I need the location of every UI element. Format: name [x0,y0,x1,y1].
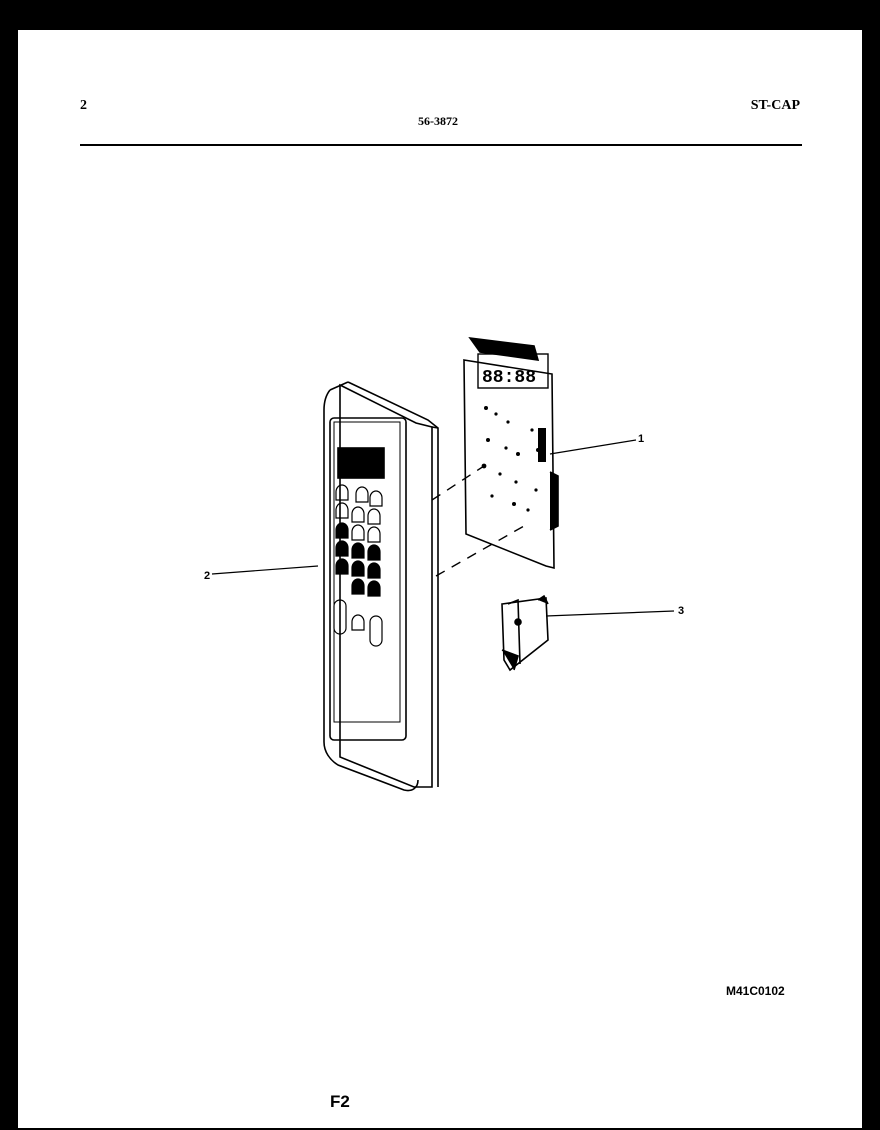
callout-3: 3 [678,605,684,617]
header-rule [80,144,802,146]
panel-display-window [337,447,385,479]
diagram-sheet: 2 56-3872 ST-CAP [18,30,862,1128]
keypad [333,484,383,647]
board-display [477,353,549,389]
board-display-digits: 88:88 [482,368,536,388]
drawing-code: M41C0102 [726,984,785,998]
doc-number: 56-3872 [418,114,458,128]
page-number: 2 [80,98,87,113]
figure-label: F2 [330,1092,350,1111]
bracket-part [501,594,549,672]
control-panel [323,381,439,792]
callout-1: 1 [638,433,644,445]
callout-2: 2 [204,570,210,582]
board-components [481,406,546,512]
model-code: ST-CAP [750,98,800,113]
exploded-parts-drawing: 88:88 [204,336,684,792]
leader-lines [211,439,675,617]
alignment-lines [431,465,525,577]
control-board: 88:88 [463,336,559,570]
